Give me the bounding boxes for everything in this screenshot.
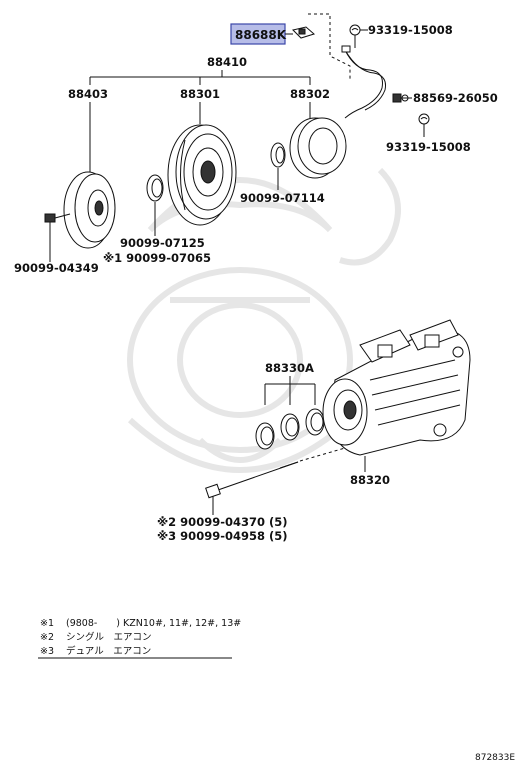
label-88403: 88403 — [68, 87, 108, 101]
pulley-icon — [167, 124, 237, 226]
snap-ring-icon — [146, 174, 164, 202]
label-88569: 88569-26050 — [413, 91, 498, 105]
label-90099-04958: ※3 90099-04958 (5) — [157, 529, 288, 543]
diagram-code: 872833E — [475, 753, 515, 763]
through-bolt-icon — [205, 461, 299, 499]
clip-icon-top — [349, 24, 361, 36]
label-93319-bottom: 93319-15008 — [386, 140, 471, 154]
compressor-icon — [322, 319, 471, 456]
o-ring-icon — [280, 413, 300, 441]
label-88320: 88320 — [350, 473, 390, 487]
clip-icon-bottom — [418, 113, 430, 125]
label-90099-04370: ※2 90099-04370 (5) — [157, 515, 288, 529]
part-88688K[interactable]: 88688K — [230, 23, 287, 45]
label-88302: 88302 — [290, 87, 330, 101]
note-2-text: シングル エアコン — [66, 631, 152, 643]
bolt-icon-04349 — [44, 213, 71, 232]
label-90099-07114: 90099-07114 — [240, 191, 325, 205]
thermal-switch-icon — [292, 26, 316, 39]
label-93319-top: 93319-15008 — [368, 23, 453, 37]
label-90099-07065: ※1 90099-07065 — [103, 251, 211, 265]
note-3-text: デュアル エアコン — [66, 645, 151, 657]
footnotes: ※1 (9808- ) KZN10#, 11#, 12#, 13# ※2 シング… — [38, 618, 241, 659]
group-bracket — [308, 13, 351, 80]
stator-coil-icon — [289, 117, 347, 179]
snap-ring-icon-07114 — [270, 142, 286, 168]
wire-harness-icon — [341, 45, 386, 119]
pressure-plate-icon — [63, 171, 116, 249]
label-90099-04349: 90099-04349 — [14, 261, 99, 275]
label-88410: 88410 — [207, 55, 247, 69]
o-ring-icon — [305, 408, 325, 436]
label-88688K: 88688K — [235, 28, 287, 42]
o-ring-icon — [255, 422, 275, 450]
note-2-mark: ※2 — [40, 632, 54, 643]
note-3-mark: ※3 — [40, 646, 54, 657]
note-1-mark: ※1 — [40, 618, 54, 629]
note-1-text: (9808- ) KZN10#, 11#, 12#, 13# — [66, 618, 241, 629]
label-88330A: 88330A — [265, 361, 314, 375]
label-90099-07125: 90099-07125 — [120, 236, 205, 250]
label-88301: 88301 — [180, 87, 220, 101]
